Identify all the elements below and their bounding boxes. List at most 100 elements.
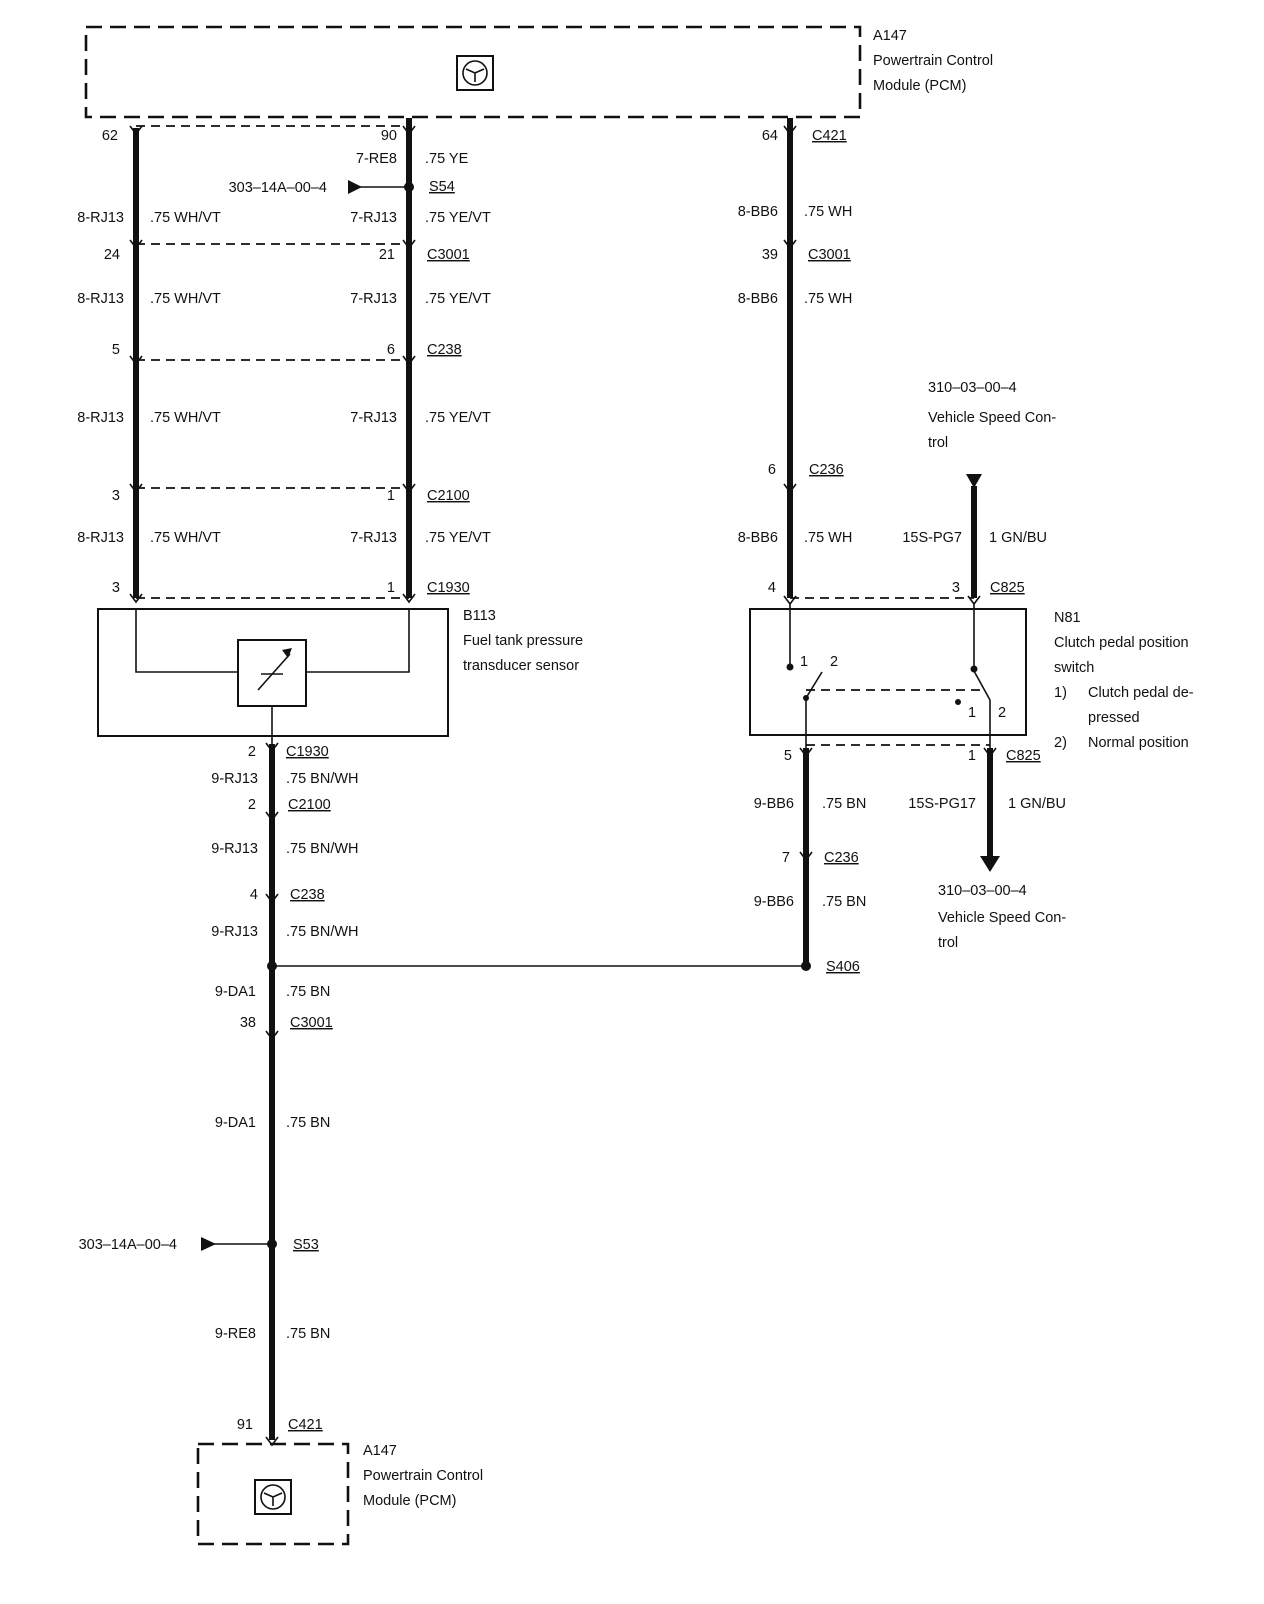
circuit-ground-5: 9-DA1 [215,1115,256,1131]
circuit-ground-4: 9-DA1 [215,984,256,1000]
pin-c1930-1: 1 [387,580,395,596]
spec-ground-3: .75 BN/WH [286,924,359,940]
pin-pcm-91: 91 [237,1417,253,1433]
pcm-bottom-outline [196,1442,350,1546]
spec-left-4: .75 WH/VT [150,530,221,546]
n81-legend-1-line1: Clutch pedal de- [1088,685,1194,701]
circuit-ground-3: 9-RJ13 [211,924,258,940]
pcm-module-top: A147 Powertrain Control Module (PCM) [84,25,993,119]
b113-internal-left [135,609,238,673]
circuit-mid-4: 7-RJ13 [350,530,397,546]
pcm-bottom-id: A147 [363,1443,397,1459]
vsc-top-line1: Vehicle Speed Con- [928,410,1056,426]
spec-mid-2: .75 YE/VT [425,291,491,307]
b113-sensor: B113 Fuel tank pressure transducer senso… [97,608,583,744]
n81-contact-dot-right [955,699,961,705]
conn-c421-top: C421 [812,128,847,144]
spec-right-2: .75 WH [804,291,852,307]
conn-c3001-a: C3001 [427,247,470,263]
n81-legend-1-line2: pressed [1088,710,1140,726]
b113-name-2: transducer sensor [463,658,579,674]
spec-left-1: .75 WH/VT [150,210,221,226]
spec-mid-3: .75 YE/VT [425,410,491,426]
n81-id: N81 [1054,610,1081,626]
connector-chevrons-ground [265,742,279,1447]
spec-ground-6: .75 BN [286,1326,330,1342]
circuit-left-4: 8-RJ13 [77,530,124,546]
pin-c236-6: 6 [768,462,776,478]
n81-blade-left [805,671,823,699]
circuit-vsc-in: 15S-PG7 [902,530,962,546]
conn-c1930-b: C1930 [286,744,329,760]
n81-contact-1-left: 1 [800,654,808,670]
pcm-module-bottom: A147 Powertrain Control Module (PCM) [196,1442,483,1546]
pin-pcm-64: 64 [762,128,778,144]
pin-c825-3: 3 [952,580,960,596]
pcm-symbol-icon [456,55,494,91]
pcm-top-id: A147 [873,28,907,44]
pin-c3001-21: 21 [379,247,395,263]
spec-left-2: .75 WH/VT [150,291,221,307]
pin-c2100-1: 1 [387,488,395,504]
n81-legend-2-num: 2) [1054,735,1067,751]
conn-c236-a: C236 [809,462,844,478]
spec-n81-2: .75 BN [822,894,866,910]
conn-c238-a: C238 [427,342,462,358]
circuit-ground-2: 9-RJ13 [211,841,258,857]
n81-contact-left [786,663,794,671]
harness-right: 64 C421 8-BB6 .75 WH 39 C3001 8-BB6 .75 … [738,118,981,606]
transducer-icon [237,639,307,707]
s54-label: S54 [429,179,455,195]
conn-c421-bot: C421 [288,1417,323,1433]
s53-label: S53 [293,1237,319,1253]
circuit-left-1: 8-RJ13 [77,210,124,226]
circuit-mid-top: 7-RE8 [356,151,397,167]
vsc-input-arrow-icon [966,474,982,488]
vsc-input: 310–03–00–4 Vehicle Speed Con- trol 15S-… [790,380,1056,599]
pcm-top-name-1: Powertrain Control [873,53,993,69]
pin-c238-6: 6 [387,342,395,358]
conn-c3001-b: C3001 [808,247,851,263]
spec-vsc-out: 1 GN/BU [1008,796,1066,812]
n81-contact-2-left: 2 [830,654,838,670]
pin-c825-5: 5 [784,748,792,764]
conn-c238-b: C238 [290,887,325,903]
vsc-bot-line1: Vehicle Speed Con- [938,910,1066,926]
pin-pcm-90: 90 [381,128,397,144]
conn-c825-b: C825 [1006,748,1041,764]
conn-c825-a: C825 [990,580,1025,596]
pcm-top-name-2: Module (PCM) [873,78,966,94]
b113-name-1: Fuel tank pressure [463,633,583,649]
s53-arrow-icon [201,1237,216,1251]
pin-pcm-62: 62 [102,128,118,144]
harness-left: 62 24 5 3 3 8-RJ13 .75 WH/VT 8-RJ13 .75 … [77,118,491,604]
conn-c2100-a: C2100 [427,488,470,504]
circuit-mid-3: 7-RJ13 [350,410,397,426]
n81-outputs: 5 1 C825 9-BB6 .75 BN 15S-PG17 1 GN/BU 7… [754,747,1066,975]
circuit-right-2: 8-BB6 [738,291,778,307]
pcm-symbol-bottom-icon [254,1479,292,1515]
n81-contact-right [970,665,978,673]
n81-blade-right [973,670,991,701]
pin-c236-7: 7 [782,850,790,866]
circuit-ground-1: 9-RJ13 [211,771,258,787]
harness-ground: 2 C1930 9-RJ13 .75 BN/WH 2 C2100 9-RJ13 … [79,742,805,1447]
spec-vsc-in: 1 GN/BU [989,530,1047,546]
circuit-left-3: 8-RJ13 [77,410,124,426]
connector-chevrons-n81 [799,747,997,862]
n81-outline [749,608,1027,736]
conn-c2100-b: C2100 [288,797,331,813]
s53-dot [267,1239,277,1249]
pin-c1930-2: 2 [248,744,256,760]
s54-arrow-icon [348,180,362,194]
vsc-bot-code: 310–03–00–4 [938,883,1027,899]
spec-ground-1: .75 BN/WH [286,771,359,787]
circuit-vsc-out: 15S-PG17 [908,796,976,812]
pin-c3001-24: 24 [104,247,120,263]
circuit-left-2: 8-RJ13 [77,291,124,307]
pin-c238-4: 4 [250,887,258,903]
pin-c2100-3: 3 [112,488,120,504]
circuit-right-3: 8-BB6 [738,530,778,546]
spec-right-1: .75 WH [804,204,852,220]
